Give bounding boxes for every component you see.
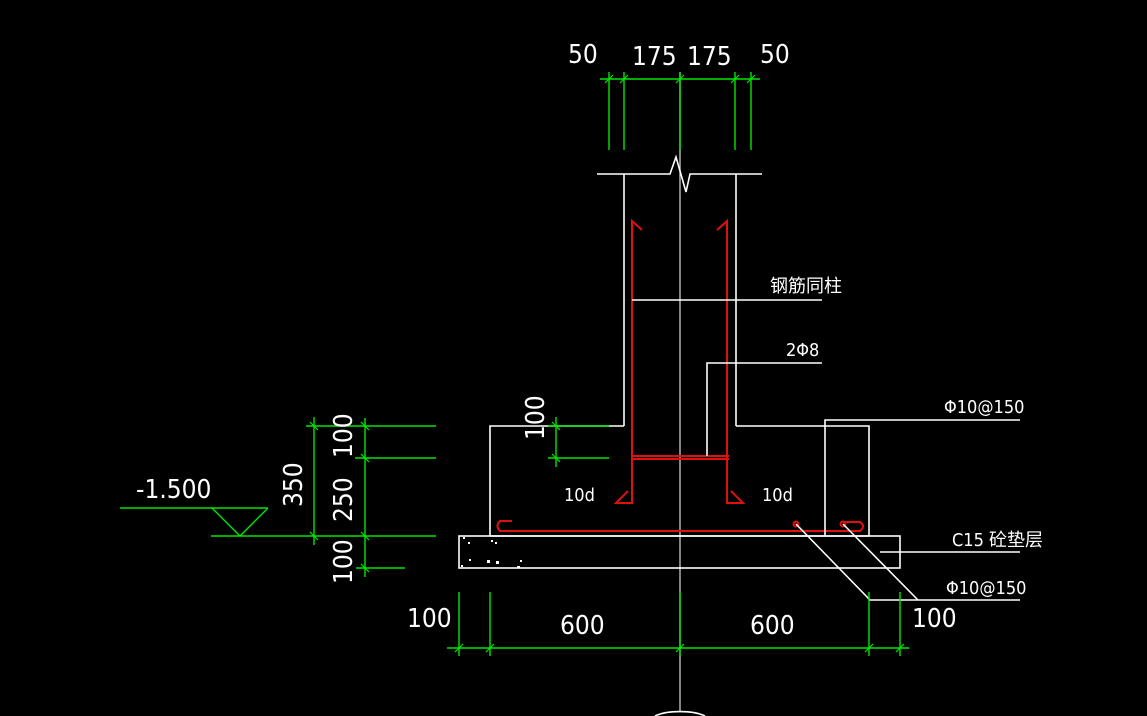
dim-left-top: 100	[329, 413, 359, 458]
dim-top-4: 50	[760, 40, 790, 70]
bottom-rebar	[496, 520, 864, 532]
leader-lines	[632, 299, 1020, 601]
label-hook-right: 10d	[762, 485, 793, 506]
column-rebar	[613, 218, 746, 504]
inner-dimension-lines	[548, 417, 609, 467]
label-column-rebar: 钢筋同柱	[770, 276, 842, 297]
elevation-marker	[120, 507, 269, 537]
left-dimension-lines	[211, 417, 436, 577]
label-top-rebar: Φ10@150	[944, 397, 1024, 418]
bottom-dimension-lines	[447, 592, 909, 656]
dim-left-bottom: 100	[329, 539, 359, 584]
dim-left-total: 350	[279, 462, 309, 507]
dim-left-middle: 250	[329, 477, 359, 522]
dim-top-3: 175	[687, 42, 732, 72]
dim-bottom-3: 600	[750, 611, 795, 641]
label-hook-left: 10d	[564, 485, 595, 506]
elevation-label: -1.500	[136, 475, 211, 505]
label-bottom-rebar: Φ10@150	[946, 578, 1026, 599]
dim-inner: 100	[521, 395, 551, 440]
dim-bottom-1: 100	[407, 604, 452, 634]
dim-top-1: 50	[568, 40, 598, 70]
top-dimension-lines	[600, 72, 760, 150]
label-stirrup: 2Φ8	[786, 340, 819, 361]
axis-circle	[654, 710, 706, 716]
dim-top-2: 175	[632, 42, 677, 72]
dim-bottom-2: 600	[560, 611, 605, 641]
dim-bottom-4: 100	[912, 604, 957, 634]
label-cushion: C15 砼垫层	[952, 530, 1043, 551]
